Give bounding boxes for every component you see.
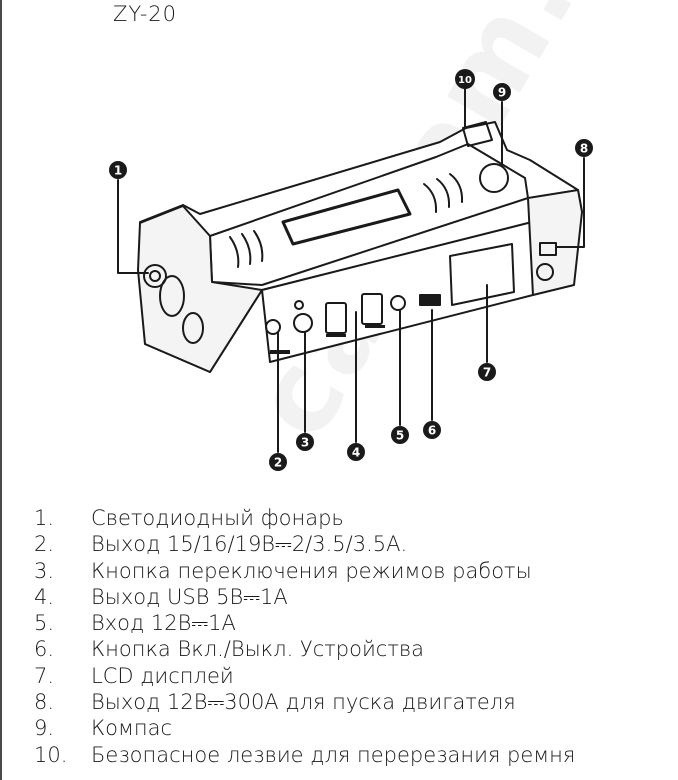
legend-item: 9.Компас — [34, 716, 172, 741]
port-label-1 — [270, 350, 290, 354]
blade-icon — [462, 121, 493, 147]
device-diagram: 1 2 3 4 5 6 7 8 9 10 — [109, 69, 593, 471]
compass-icon — [479, 163, 509, 193]
left-vents — [229, 230, 264, 268]
legend-item: 4.Выход USB 5В⎓1А — [34, 584, 288, 609]
legend-item: 6.Кнопка Вкл./Выкл. Устройства — [34, 637, 425, 662]
usb-port-2 — [361, 293, 383, 325]
svg-text:9: 9 — [498, 86, 506, 100]
mode-button — [293, 313, 313, 333]
clamp-port-2 — [182, 312, 204, 344]
callout-7: 7 — [478, 363, 496, 381]
leader-lines — [117, 88, 585, 453]
clamp-port — [159, 275, 185, 317]
legend-item: 10.Безопасное лезвие для перерезания рем… — [34, 742, 576, 767]
callout-10: 10 — [455, 69, 475, 89]
flashlight-lens — [143, 264, 167, 288]
parts-legend: 1.Светодиодный фонарь 2.Выход 15/16/19В⎓… — [34, 505, 575, 768]
legend-item: 3.Кнопка переключения режимов работы — [34, 558, 532, 583]
svg-text:2: 2 — [274, 456, 282, 470]
svg-text:5: 5 — [396, 429, 404, 443]
right-vents — [423, 173, 464, 213]
start-port-2 — [536, 263, 554, 281]
port-label-3 — [365, 325, 385, 328]
power-switch — [419, 294, 441, 306]
callout-6: 6 — [423, 421, 441, 439]
legend-item: 1.Светодиодный фонарь — [34, 506, 344, 530]
callout-9: 9 — [493, 83, 511, 101]
svg-text:4: 4 — [352, 446, 360, 460]
small-led — [294, 300, 304, 310]
port-label-2 — [326, 334, 346, 337]
start-port-1 — [539, 242, 557, 256]
callout-4: 4 — [347, 443, 365, 461]
top-lcd-window — [281, 188, 412, 246]
dc-input-port — [390, 295, 406, 311]
svg-text:10: 10 — [458, 75, 472, 86]
model-name: ZY-20 — [113, 2, 178, 26]
legend-item: 7.LCD дисплей — [34, 663, 234, 688]
svg-text:6: 6 — [428, 424, 436, 438]
callout-2: 2 — [269, 453, 287, 471]
svg-text:8: 8 — [580, 142, 588, 156]
svg-text:3: 3 — [301, 436, 309, 450]
callout-3: 3 — [296, 433, 314, 451]
callout-8: 8 — [575, 139, 593, 157]
legend-item: 5.Вход 12В⎓1А — [34, 611, 236, 636]
svg-text:7: 7 — [483, 366, 491, 380]
front-lcd-panel — [449, 243, 515, 306]
usb-port-1 — [325, 302, 347, 334]
legend-item: 2.Выход 15/16/19В⎓2/3.5/3.5А. — [34, 532, 408, 557]
svg-text:1: 1 — [114, 164, 122, 178]
dc-output-port — [265, 319, 281, 335]
legend-item: 8.Выход 12В⎓300А для пуска двигателя — [34, 690, 516, 715]
callout-5: 5 — [391, 426, 409, 444]
left-border — [0, 0, 2, 780]
callout-1: 1 — [109, 161, 127, 179]
